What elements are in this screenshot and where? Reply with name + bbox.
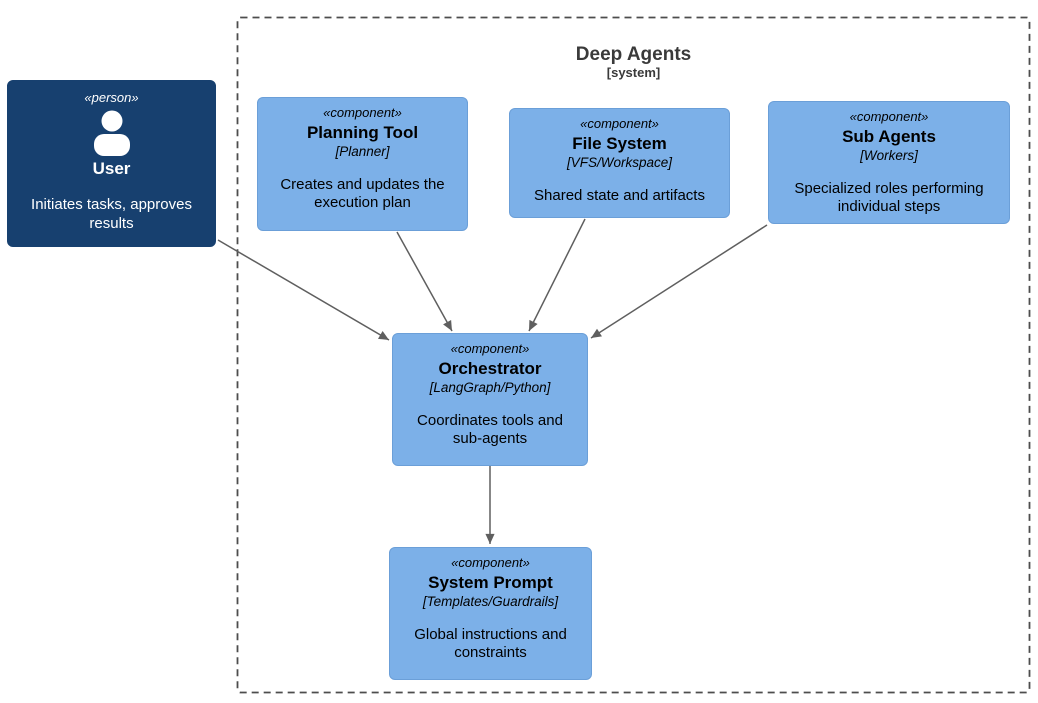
node-tech: [Planner]: [335, 144, 390, 160]
node-sub-agents: «component» Sub Agents [Workers] Special…: [768, 101, 1010, 224]
node-title: File System: [572, 133, 667, 153]
stereotype-label: «component»: [451, 555, 530, 570]
node-system-prompt: «component» System Prompt [Templates/Gua…: [389, 547, 592, 680]
stereotype-label: «component»: [323, 105, 402, 120]
node-tech: [LangGraph/Python]: [429, 380, 551, 396]
stereotype-label: «component»: [450, 341, 530, 356]
stereotype-label: «person»: [84, 90, 139, 105]
node-tech: [Workers]: [860, 148, 918, 164]
stereotype-label: «component»: [849, 109, 929, 124]
node-description: Global instructions and constraints: [414, 625, 567, 662]
node-planning-tool: «component» Planning Tool [Planner] Crea…: [257, 97, 468, 231]
edge-user-to-orchestrator: [217, 239, 390, 341]
node-title: Planning Tool: [306, 122, 419, 142]
person-icon: [88, 109, 136, 157]
node-title: System Prompt: [428, 572, 553, 592]
node-description: Specialized roles performing individual …: [794, 179, 984, 216]
system-subtitle: [system]: [606, 64, 661, 80]
boundary-title-block: Deep Agents [system]: [237, 44, 1030, 81]
edge-planning-tool-to-orchestrator: [396, 231, 453, 332]
node-tech: [VFS/Workspace]: [566, 155, 673, 171]
node-description: Coordinates tools and sub-agents: [417, 411, 563, 448]
node-orchestrator: «component» Orchestrator [LangGraph/Pyth…: [392, 333, 588, 466]
node-description: Shared state and artifacts: [534, 186, 705, 204]
system-title: Deep Agents: [575, 44, 692, 65]
node-title: Sub Agents: [842, 126, 936, 146]
stereotype-label: «component»: [580, 116, 659, 131]
edge-file-system-to-orchestrator: [528, 218, 586, 332]
node-title: User: [92, 158, 131, 178]
node-tech: [Templates/Guardrails]: [422, 594, 559, 610]
node-description: Creates and updates the execution plan: [280, 175, 445, 212]
node-description: Initiates tasks, approves results: [31, 196, 192, 232]
node-file-system: «component» File System [VFS/Workspace] …: [509, 108, 730, 218]
edge-sub-agents-to-orchestrator: [590, 224, 768, 339]
node-user: «person» User Initiates tasks, approves …: [7, 80, 216, 247]
node-title: Orchestrator: [438, 358, 542, 378]
